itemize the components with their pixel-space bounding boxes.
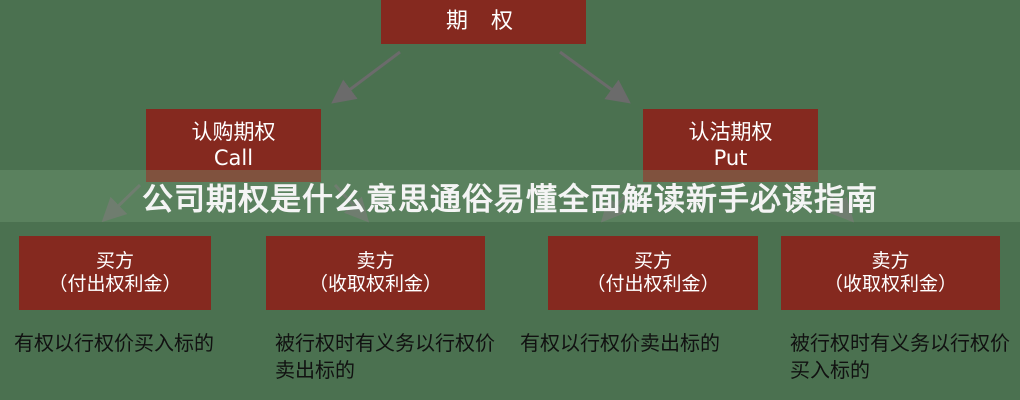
root-node-options: 期 权 xyxy=(381,0,586,44)
put-cn: 认沽期权 xyxy=(688,120,773,145)
arrow-root-put xyxy=(559,50,631,104)
title-banner: 公司期权是什么意思通俗易懂全面解读新手必读指南 xyxy=(0,170,1020,222)
leaf-sub: （收取权利金） xyxy=(308,273,442,295)
desc-call-seller: 被行权时有义务以行权价卖出标的 xyxy=(275,331,495,382)
call-en: Call xyxy=(213,145,254,170)
put-en: Put xyxy=(713,145,748,170)
node-call-buyer: 买方（付出权利金） xyxy=(19,236,211,310)
leaf-title: 买方 xyxy=(95,250,134,273)
leaf-sub: （收取权利金） xyxy=(823,273,957,295)
arrow-put-seller xyxy=(818,183,855,223)
desc-put-seller: 被行权时有义务以行权价买入标的 xyxy=(790,331,1010,382)
arrow-root-call xyxy=(331,50,401,104)
node-put-buyer: 买方（付出权利金） xyxy=(548,236,758,310)
desc-put-buyer: 有权以行权价卖出标的 xyxy=(520,331,720,355)
leaf-title: 卖方 xyxy=(871,250,910,273)
leaf-sub: （付出权利金） xyxy=(586,273,720,295)
leaf-title: 买方 xyxy=(633,250,672,273)
desc-call-buyer: 有权以行权价买入标的 xyxy=(14,331,214,355)
arrow-call-buyer xyxy=(101,183,142,223)
arrow-put-buyer xyxy=(600,183,637,223)
leaf-sub: （付出权利金） xyxy=(48,273,182,295)
node-put-seller: 卖方（收取权利金） xyxy=(781,236,1000,310)
banner-title: 公司期权是什么意思通俗易懂全面解读新手必读指南 xyxy=(142,181,878,218)
call-cn: 认购期权 xyxy=(191,120,276,145)
node-call-seller: 卖方（收取权利金） xyxy=(266,236,485,310)
arrow-call-seller xyxy=(333,183,370,223)
leaf-title: 卖方 xyxy=(356,250,395,273)
root-label: 期 权 xyxy=(446,8,521,34)
